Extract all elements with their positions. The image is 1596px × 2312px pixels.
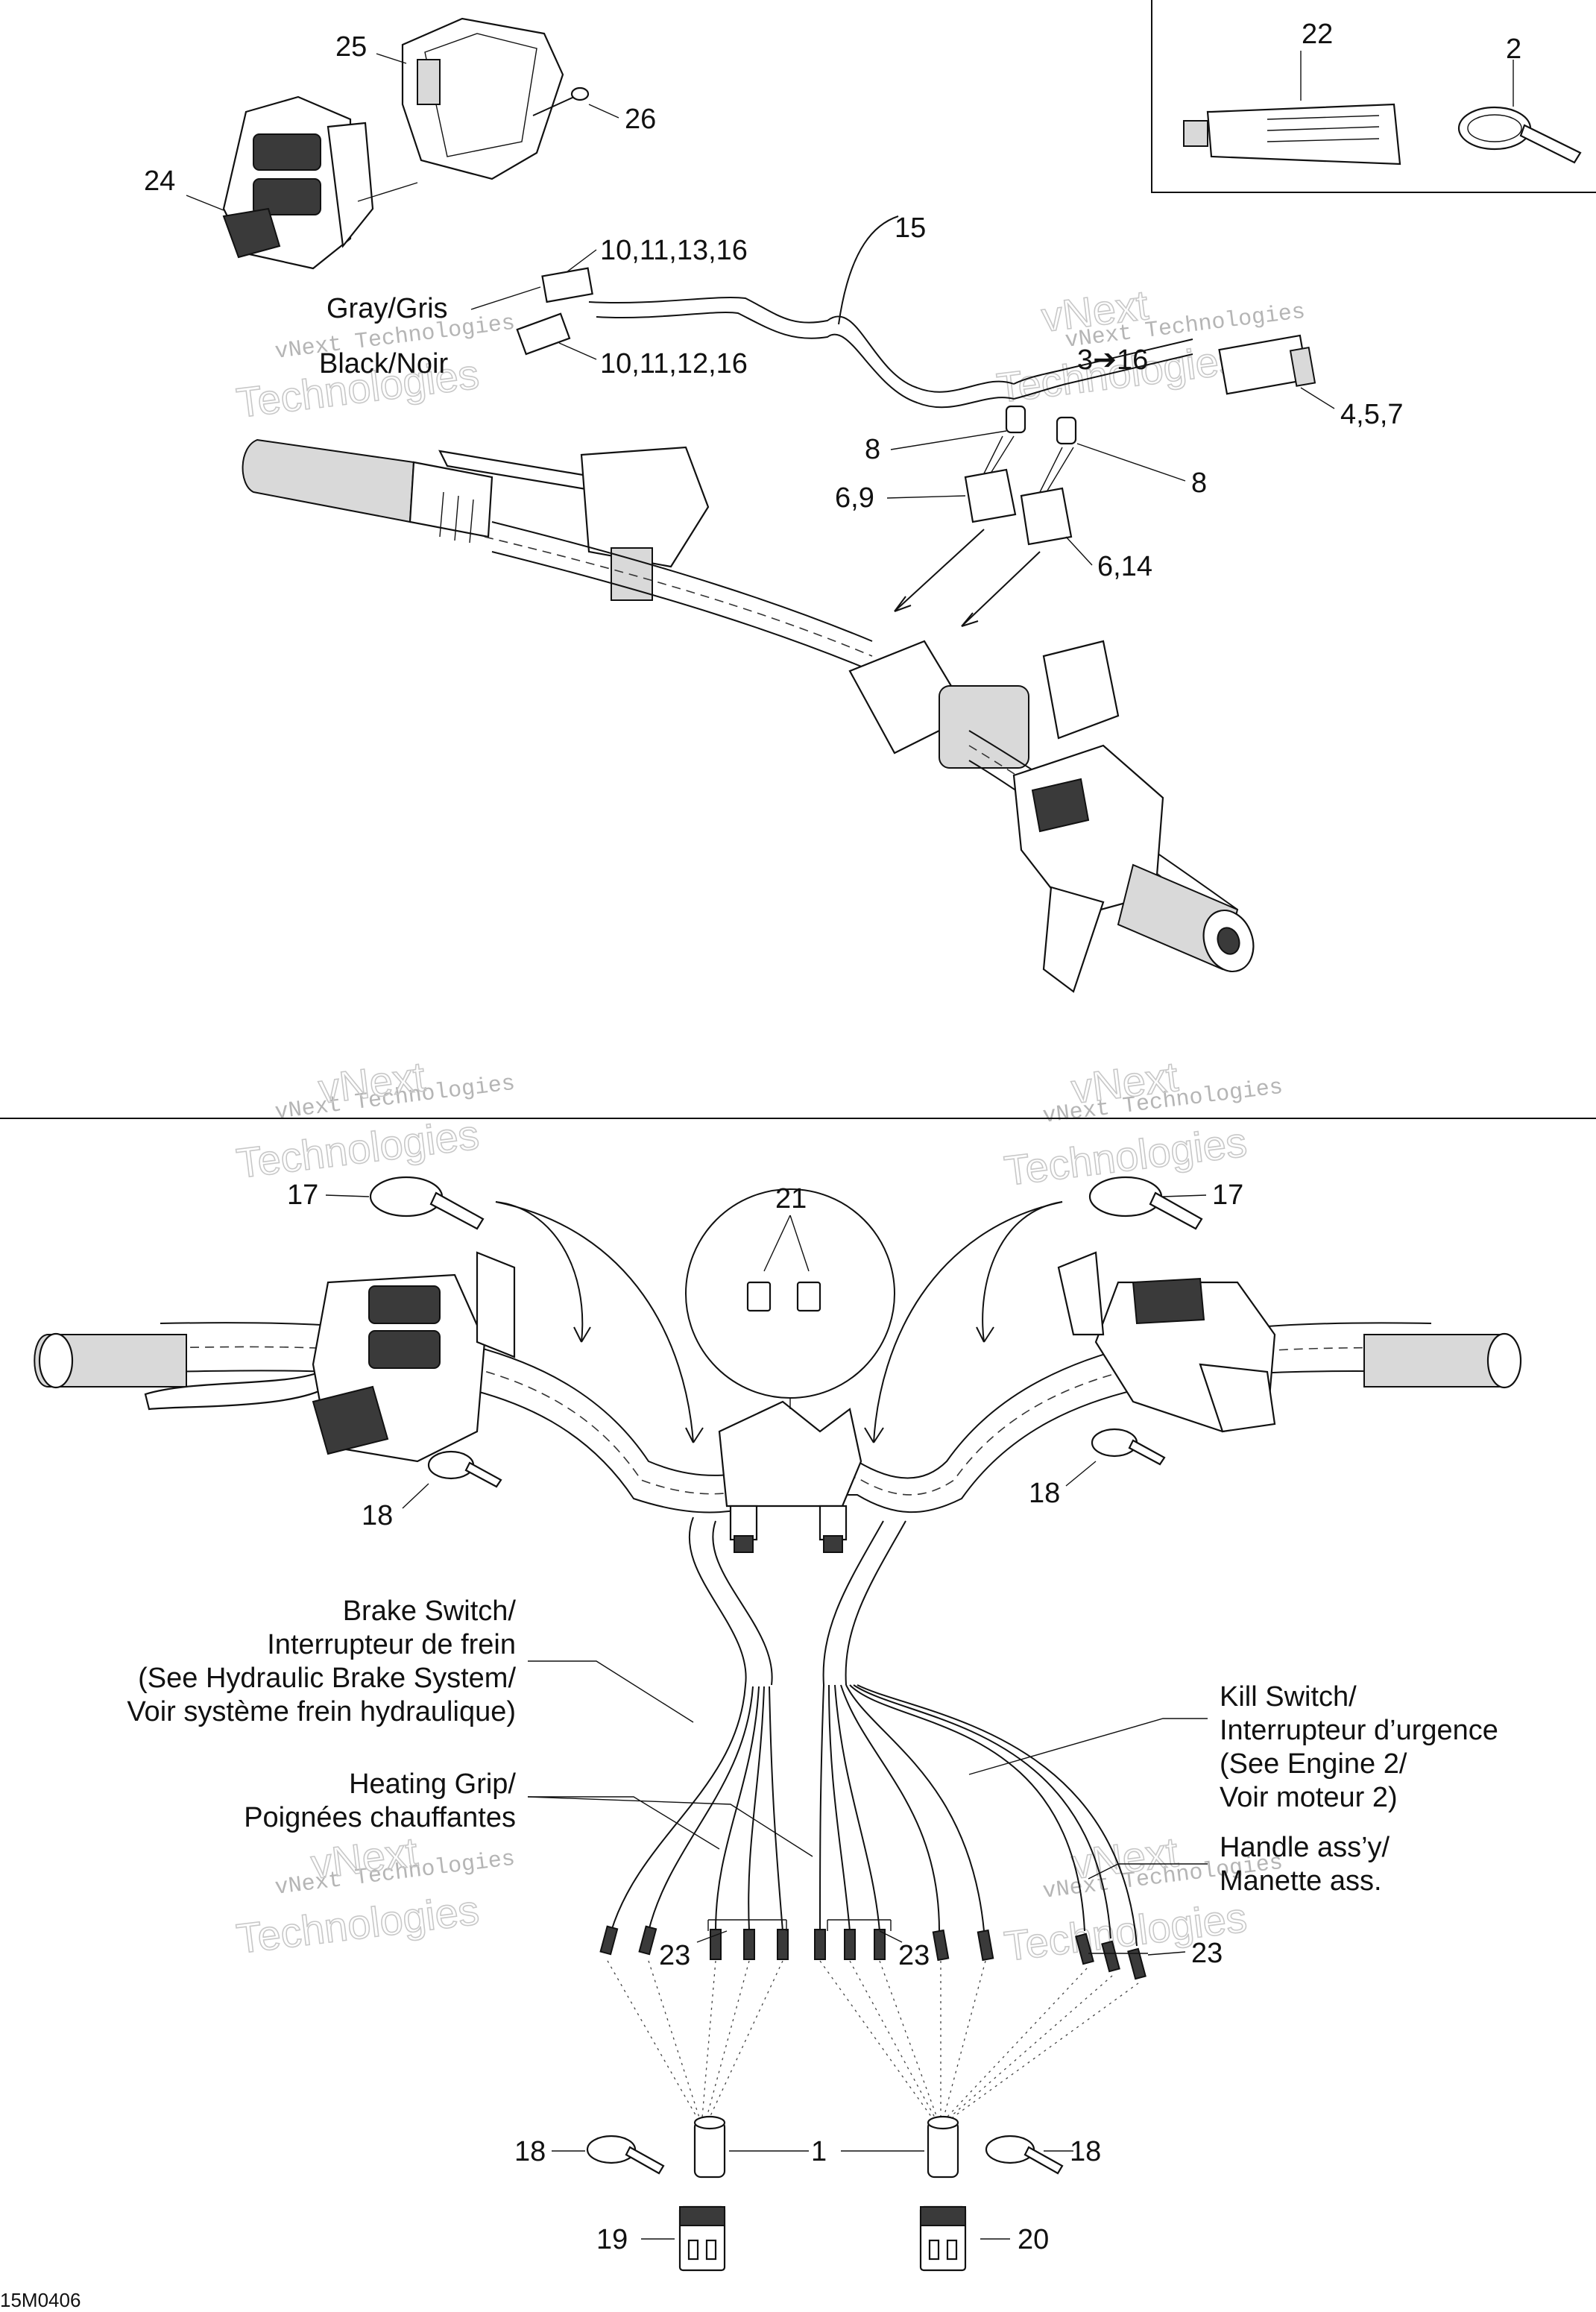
callout-23-right: 23 <box>1191 1938 1223 1969</box>
watermark-outline: Technologies <box>234 1111 482 1187</box>
dotted-routing <box>607 1960 1139 2118</box>
diagram-code: 15M0406 <box>0 2289 81 2311</box>
callout-26: 26 <box>625 104 656 135</box>
callout-6-9: 6,9 <box>835 482 874 514</box>
brake-switch-note-3: (See Hydraulic Brake System/ <box>138 1663 516 1694</box>
cable-ties-18-upper <box>427 1428 1166 1488</box>
handlebar-assembly-top <box>242 438 1255 993</box>
kill-switch-note-2: Interrupteur d’urgence <box>1220 1715 1498 1746</box>
callout-18-upper-left: 18 <box>362 1500 393 1531</box>
callout-24: 24 <box>144 166 175 197</box>
handle-assy-note-2: Manette ass. <box>1220 1865 1382 1897</box>
grease-tube-part <box>1183 103 1401 166</box>
callout-8-left: 8 <box>865 434 880 465</box>
detail-circle-21 <box>685 1188 895 1409</box>
wire-harness-bottom <box>599 1516 1146 1980</box>
brake-switch-note-2: Interrupteur de frein <box>267 1629 516 1660</box>
black-wire-label: Black/Noir <box>319 348 448 379</box>
callout-6-14: 6,14 <box>1097 551 1152 582</box>
callout-15: 15 <box>895 212 926 244</box>
inset-box <box>1151 0 1596 193</box>
switch-housing-assembly <box>222 17 590 270</box>
kill-switch-note-3: (See Engine 2/ <box>1220 1748 1407 1780</box>
handle-assy-note-1: Handle ass’y/ <box>1220 1832 1390 1863</box>
heating-grip-note-2: Poignées chauffantes <box>244 1802 516 1833</box>
callout-10-11-13-16: 10,11,13,16 <box>600 235 748 266</box>
callout-1: 1 <box>811 2136 827 2167</box>
gray-wire-label: Gray/Gris <box>327 293 448 324</box>
callout-3-16: 3➔16 <box>1077 344 1148 376</box>
callout-25: 25 <box>335 31 367 63</box>
cable-tie-part <box>1457 106 1582 164</box>
callout-10-11-12-16: 10,11,12,16 <box>600 348 748 379</box>
callout-4-5-7: 4,5,7 <box>1340 399 1404 430</box>
callout-18-lower-left: 18 <box>514 2136 546 2167</box>
callout-8-right: 8 <box>1191 467 1207 499</box>
callout-18-lower-right: 18 <box>1070 2136 1101 2167</box>
callout-2: 2 <box>1506 34 1521 65</box>
brake-switch-note-1: Brake Switch/ <box>343 1596 517 1627</box>
heating-grip-note-1: Heating Grip/ <box>349 1768 516 1800</box>
callout-20: 20 <box>1018 2224 1049 2255</box>
watermark-outline: Technologies <box>234 1886 482 1962</box>
callout-18-upper-right: 18 <box>1029 1478 1060 1509</box>
kill-switch-note-1: Kill Switch/ <box>1220 1681 1357 1713</box>
brake-switch-note-4: Voir système frein hydraulique) <box>127 1696 516 1727</box>
handlebar-assembly-bottom <box>34 1251 1522 1553</box>
sleeves-and-connectors <box>552 2115 1073 2272</box>
cable-ties-17 <box>369 1176 1203 1443</box>
callout-21: 21 <box>775 1183 807 1215</box>
callout-17-right: 17 <box>1212 1179 1243 1211</box>
callout-17-left: 17 <box>287 1179 318 1211</box>
wiring-harness-top <box>516 215 1316 627</box>
callout-22: 22 <box>1302 19 1333 50</box>
kill-switch-note-4: Voir moteur 2) <box>1220 1782 1398 1813</box>
callout-19: 19 <box>596 2224 628 2255</box>
screw-part <box>532 86 590 116</box>
callout-23-middle: 23 <box>898 1940 930 1971</box>
callout-23-left: 23 <box>659 1940 690 1971</box>
harness-notes: Brake Switch/ Interrupteur de frein (See… <box>127 1596 1498 1897</box>
